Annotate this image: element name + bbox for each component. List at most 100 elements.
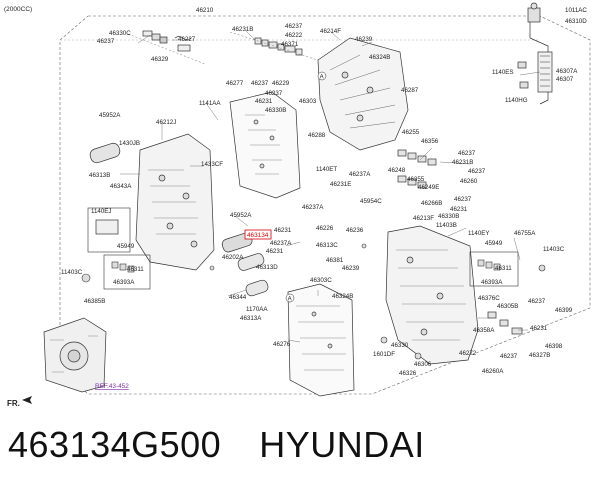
- part-label-46237-a[interactable]: 46237: [97, 38, 115, 45]
- ref-label[interactable]: REF.43-452: [95, 383, 129, 390]
- part-label-46311-a[interactable]: 46311: [127, 266, 144, 273]
- part-label-46313c[interactable]: 46313C: [316, 242, 338, 249]
- part-label-46343a[interactable]: 46343A: [110, 183, 132, 190]
- part-label-46310d[interactable]: 46310D: [565, 18, 587, 25]
- part-label-46327b[interactable]: 46327B: [529, 352, 550, 359]
- part-label-46344[interactable]: 46344: [229, 294, 247, 301]
- part-label-46237-e[interactable]: 46237: [458, 150, 476, 157]
- part-label-46231-c[interactable]: 46231: [274, 227, 292, 234]
- part-label-46239-b[interactable]: 46239: [342, 265, 360, 272]
- part-label-46305b[interactable]: 46305B: [497, 303, 518, 310]
- part-label-46398[interactable]: 46398: [545, 343, 563, 350]
- part-label-46755a[interactable]: 46755A: [514, 230, 536, 237]
- part-label-1141aa[interactable]: 1141AA: [199, 100, 221, 107]
- part-label-45949-a[interactable]: 45949: [117, 243, 135, 250]
- part-label-46303[interactable]: 46303: [299, 98, 317, 105]
- part-label-46313a[interactable]: 46313A: [240, 315, 262, 322]
- part-label-1140ej[interactable]: 1140EJ: [91, 208, 112, 215]
- part-label-46393a-b[interactable]: 46393A: [481, 279, 503, 286]
- part-label-46231-b[interactable]: 46231: [450, 206, 468, 213]
- part-label-46393a-a[interactable]: 46393A: [113, 279, 135, 286]
- part-label-46248[interactable]: 46248: [388, 167, 406, 174]
- part-label-46239-a[interactable]: 46239: [355, 36, 373, 43]
- part-label-46231b-b[interactable]: 46231B: [452, 159, 473, 166]
- part-label-1430jb[interactable]: 1430JB: [119, 140, 140, 147]
- part-label-46311-b[interactable]: 46311: [495, 265, 512, 272]
- part-label-46326[interactable]: 46326: [399, 370, 417, 377]
- part-label-46399[interactable]: 46399: [555, 307, 573, 314]
- part-label-46237a-a[interactable]: 46237A: [349, 171, 371, 178]
- part-label-46355[interactable]: 46355: [407, 176, 425, 183]
- part-label-46288[interactable]: 46288: [308, 132, 326, 139]
- part-label-1140ey[interactable]: 1140EY: [468, 230, 490, 237]
- part-label-46306[interactable]: 46306: [414, 361, 432, 368]
- part-label-46260[interactable]: 46260: [460, 178, 478, 185]
- part-label-46231-e[interactable]: 46231: [530, 325, 548, 332]
- part-label-46356[interactable]: 46356: [421, 138, 439, 145]
- part-label-46313b[interactable]: 46313B: [89, 172, 110, 179]
- part-label-46237-h[interactable]: 46237: [528, 298, 546, 305]
- part-label-46237-d[interactable]: 46237: [265, 90, 283, 97]
- part-label-46313d[interactable]: 46313D: [256, 264, 278, 271]
- part-label-46272[interactable]: 46272: [459, 350, 477, 357]
- part-label-46276[interactable]: 46276: [273, 341, 291, 348]
- part-label-46249e[interactable]: 46249E: [418, 184, 439, 191]
- part-label-46237-b[interactable]: 46237: [285, 23, 303, 30]
- part-label-46330[interactable]: 46330: [391, 342, 409, 349]
- part-label-46231-a[interactable]: 46231: [255, 98, 273, 105]
- part-label-46277[interactable]: 46277: [226, 80, 244, 87]
- part-label-1011ac[interactable]: 1011AC: [565, 7, 587, 14]
- part-label-1170aa[interactable]: 1170AA: [246, 306, 268, 313]
- part-label-46237-i[interactable]: 46237: [500, 353, 518, 360]
- part-label-46237a-c[interactable]: 46237A: [270, 240, 292, 247]
- part-label-46229[interactable]: 46229: [272, 80, 290, 87]
- part-label-46358a[interactable]: 46358A: [473, 327, 495, 334]
- part-label-46231-d[interactable]: 46231: [266, 248, 284, 255]
- part-label-46324b-b[interactable]: 46324B: [332, 293, 353, 300]
- front-label: FR.: [7, 399, 20, 408]
- part-label-46330b-b[interactable]: 46330B: [438, 213, 459, 220]
- part-label-46330b[interactable]: 46330B: [265, 107, 286, 114]
- part-label-46222[interactable]: 46222: [285, 32, 303, 39]
- part-label-11403b[interactable]: 11403B: [436, 222, 457, 229]
- part-label-46237-f[interactable]: 46237: [468, 168, 486, 175]
- part-label-46324b-a[interactable]: 46324B: [369, 54, 390, 61]
- part-label-46231b-a[interactable]: 46231B: [232, 26, 253, 33]
- part-label-1140hg[interactable]: 1140HG: [505, 97, 528, 104]
- part-label-46329[interactable]: 46329: [151, 56, 169, 63]
- part-label-46237-g[interactable]: 46237: [454, 196, 472, 203]
- part-label-46202a[interactable]: 46202A: [222, 254, 244, 261]
- part-label-46226[interactable]: 46226: [316, 225, 334, 232]
- part-label-46214f[interactable]: 46214F: [320, 28, 341, 35]
- part-label-46210[interactable]: 46210: [196, 7, 214, 14]
- part-label-45949-b[interactable]: 45949: [485, 240, 503, 247]
- part-label-46237a-b[interactable]: 46237A: [302, 204, 324, 211]
- part-label-46376c[interactable]: 46376C: [478, 295, 500, 302]
- part-label-1140es[interactable]: 1140ES: [492, 69, 514, 76]
- part-label-46307a[interactable]: 46307A: [556, 68, 578, 75]
- part-label-46227[interactable]: 46227: [178, 36, 196, 43]
- part-label-46260a[interactable]: 46260A: [482, 368, 504, 375]
- part-label-1601df[interactable]: 1601DF: [373, 351, 395, 358]
- part-label-1433cf[interactable]: 1433CF: [201, 161, 223, 168]
- part-label-46236[interactable]: 46236: [346, 227, 364, 234]
- part-label-46266b[interactable]: 46266B: [421, 200, 442, 207]
- part-label-46385b[interactable]: 46385B: [84, 298, 105, 305]
- part-label-11403c-a[interactable]: 11403C: [543, 246, 565, 253]
- part-label-46213f[interactable]: 46213F: [413, 215, 434, 222]
- part-label-46212j[interactable]: 46212J: [156, 119, 176, 126]
- part-label-1140et[interactable]: 1140ET: [316, 166, 337, 173]
- part-label-46231e[interactable]: 46231E: [330, 181, 351, 188]
- part-label-45952a-b[interactable]: 45952A: [230, 212, 252, 219]
- part-label-46307[interactable]: 46307: [556, 76, 574, 83]
- part-label-46371[interactable]: 46371: [281, 41, 299, 48]
- part-label-46287[interactable]: 46287: [401, 87, 419, 94]
- part-label-46255[interactable]: 46255: [402, 129, 420, 136]
- part-label-46303c[interactable]: 46303C: [310, 277, 332, 284]
- part-label-45952a-a[interactable]: 45952A: [99, 112, 121, 119]
- part-label-45954c[interactable]: 45954C: [360, 198, 382, 205]
- part-label-11403c-b[interactable]: 11403C: [61, 269, 83, 276]
- part-label-46381[interactable]: 46381: [326, 257, 344, 264]
- part-label-46330c[interactable]: 46330C: [109, 30, 131, 37]
- part-label-46237-c[interactable]: 46237: [251, 80, 269, 87]
